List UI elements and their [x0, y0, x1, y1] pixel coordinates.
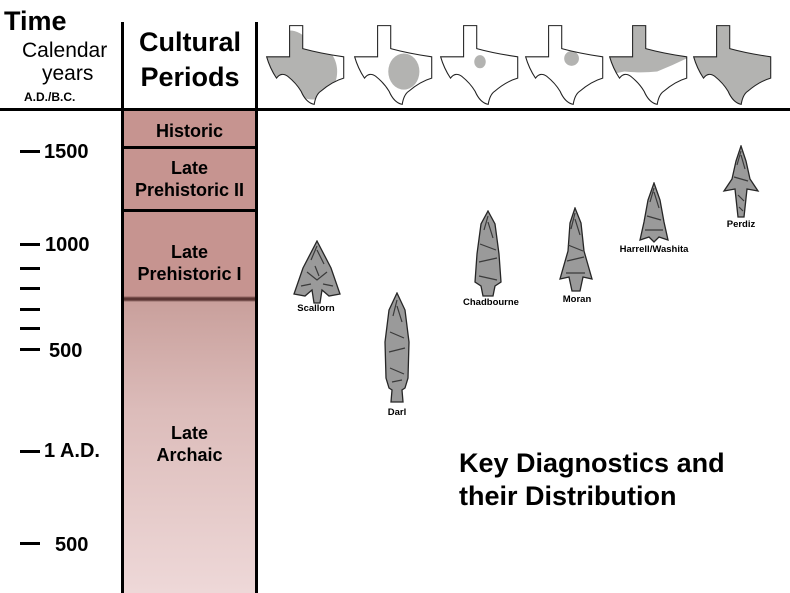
- period-late-prehistoric-i-line2: Prehistoric I: [137, 264, 242, 284]
- perdiz-point-image: [722, 145, 760, 218]
- time-tick-minor: [20, 308, 40, 311]
- header-divider: [0, 108, 790, 111]
- key-diagnostics-title: Key Diagnostics and their Distribution: [459, 447, 725, 513]
- periods-title-line2: Periods: [140, 62, 240, 92]
- time-tick: [20, 348, 40, 351]
- time-axis-title: Time: [4, 6, 67, 36]
- distribution-map-harrell-washita: [608, 25, 688, 105]
- period-late-prehistoric-i-line1: Late: [170, 242, 208, 262]
- period-historic: Historic: [124, 120, 255, 142]
- distribution-map-darl: [353, 25, 433, 105]
- point-label-darl: Darl: [387, 407, 407, 418]
- time-label-500-ad: 500: [49, 340, 83, 362]
- point-label-chadbourne: Chadbourne: [463, 297, 519, 308]
- period-late-prehistoric-i: Late Prehistoric I: [124, 241, 255, 285]
- distribution-map-perdiz: [692, 25, 772, 105]
- time-tick: [20, 542, 40, 545]
- period-historic-line1: Historic: [155, 121, 224, 141]
- distribution-map-chadbourne: [439, 25, 519, 105]
- period-late-prehistoric-ii-line1: Late: [170, 158, 208, 178]
- era-label: A.D./B.C.: [24, 90, 76, 104]
- time-tick-minor: [20, 327, 40, 330]
- cultural-periods-title: Cultural Periods: [124, 25, 256, 95]
- time-label-500-bc: 500: [55, 534, 89, 556]
- time-tick: [20, 450, 40, 453]
- point-label-moran: Moran: [562, 294, 592, 305]
- time-label-1000: 1000: [45, 234, 90, 256]
- time-tick: [20, 150, 40, 153]
- cultural-periods-column: Historic Late Prehistoric II Late Prehis…: [124, 111, 255, 593]
- point-label-perdiz: Perdiz: [726, 219, 756, 230]
- time-label-1500: 1500: [44, 141, 89, 163]
- column-divider-left: [121, 22, 124, 593]
- distribution-map-scallorn: [265, 25, 345, 105]
- key-title-line2: their Distribution: [459, 481, 677, 511]
- point-label-scallorn: Scallorn: [297, 303, 335, 314]
- period-separator: [124, 209, 255, 212]
- scallorn-point-image: [293, 240, 341, 304]
- period-late-archaic-line1: Late: [170, 423, 208, 443]
- time-label-1-ad: 1 A.D.: [44, 440, 100, 462]
- period-late-prehistoric-ii-line2: Prehistoric II: [134, 180, 245, 200]
- years-label: years: [42, 62, 94, 85]
- column-divider-right: [255, 22, 258, 593]
- distribution-map-moran: [524, 25, 604, 105]
- time-tick: [20, 243, 40, 246]
- calendar-label: Calendar: [22, 39, 108, 62]
- moran-point-image: [559, 207, 593, 292]
- periods-title-line1: Cultural: [138, 27, 241, 57]
- period-separator: [124, 146, 255, 149]
- darl-point-image: [384, 292, 410, 403]
- period-late-archaic-line2: Archaic: [156, 445, 223, 465]
- chadbourne-point-image: [474, 210, 502, 297]
- period-late-archaic: Late Archaic: [124, 422, 255, 466]
- point-label-harrell-washita: Harrell/Washita: [619, 244, 689, 255]
- time-tick-minor: [20, 267, 40, 270]
- time-tick-minor: [20, 287, 40, 290]
- period-late-prehistoric-ii: Late Prehistoric II: [124, 157, 255, 201]
- key-title-line1: Key Diagnostics and: [459, 448, 725, 478]
- harrell-washita-point-image: [639, 182, 669, 243]
